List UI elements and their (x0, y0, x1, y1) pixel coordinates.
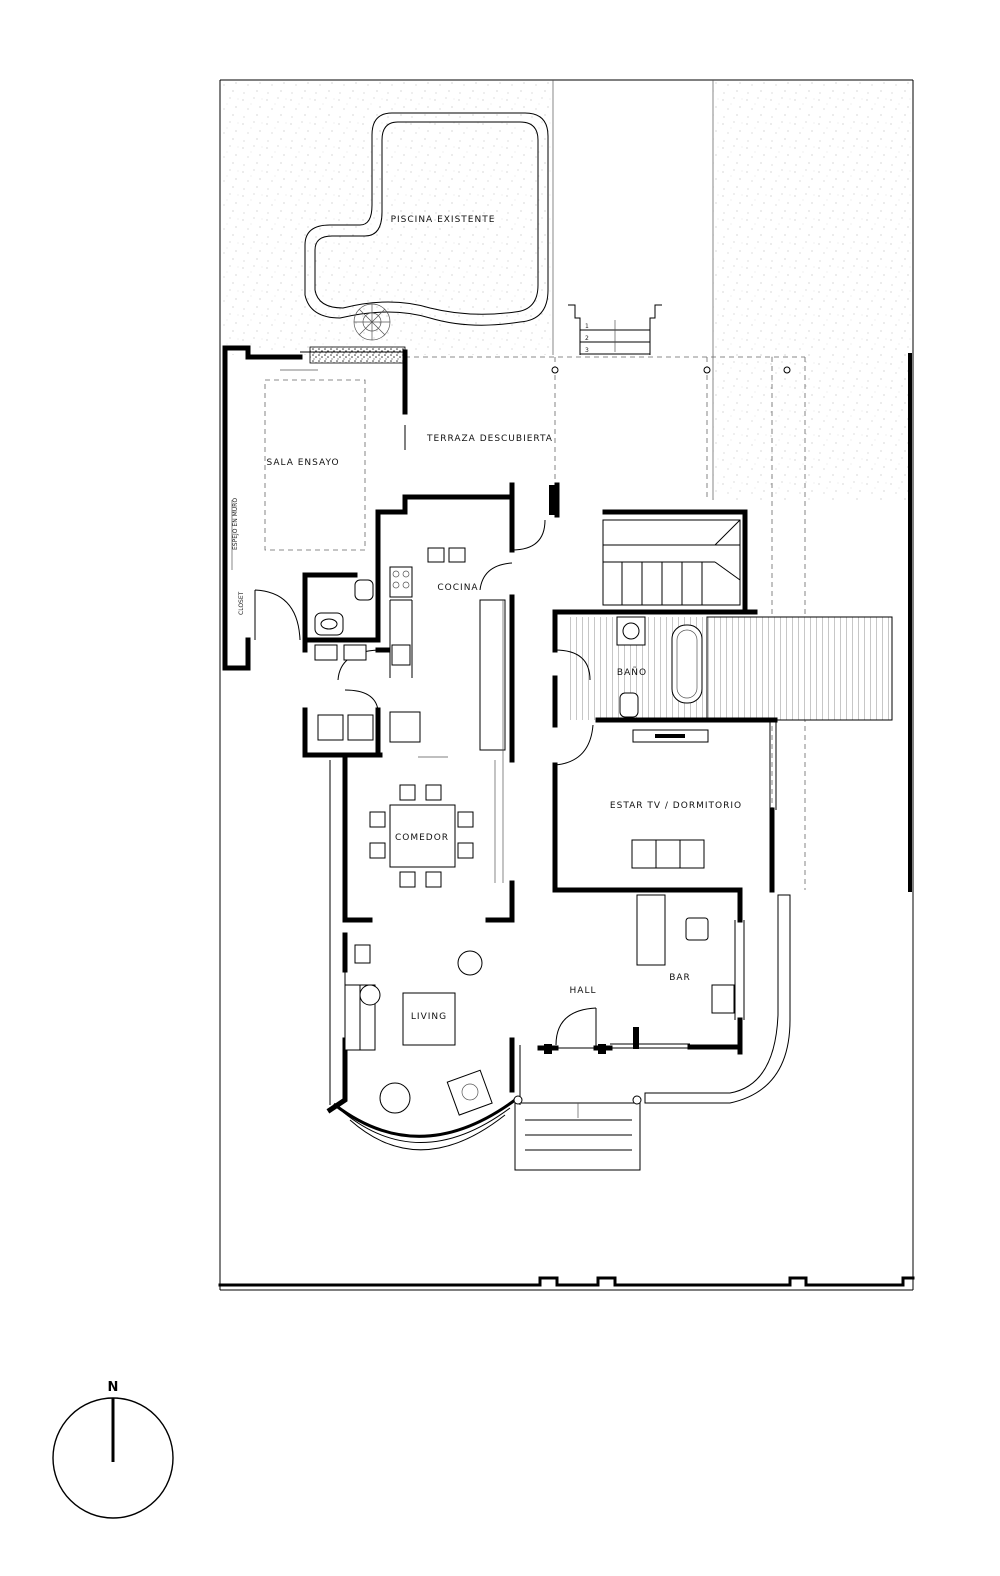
walls (218, 345, 915, 1287)
toilet-icon (619, 692, 639, 718)
dining: COMEDOR (369, 600, 504, 888)
bathroom-label: BAÑO (617, 667, 647, 678)
side-deck (706, 616, 893, 721)
pool: PISCINA EXISTENTE (304, 112, 549, 326)
entrance (513, 894, 791, 1171)
chair-icon (369, 842, 386, 859)
bar-label: BAR (669, 973, 691, 983)
kitchen-stool-icon (427, 547, 445, 563)
chair-icon (425, 871, 442, 888)
living-bay-window (329, 760, 518, 1151)
north-arrow: N (52, 1380, 174, 1519)
hall-bar: HALL BAR (570, 894, 735, 1014)
north-label: N (108, 1380, 119, 1395)
kitchen: COCINA (314, 547, 506, 758)
bathtub-icon (671, 624, 703, 704)
dining-table (389, 804, 456, 868)
stair-step-2: 2 (585, 335, 589, 342)
glazing (300, 351, 777, 1105)
small-bathroom (314, 579, 374, 636)
hall-label: HALL (570, 986, 597, 996)
kitchen-counter (479, 599, 506, 751)
bathroom: BAÑO (616, 616, 703, 718)
terrace-label: TERRAZA DESCUBIERTA (426, 434, 553, 444)
tv-bedroom-label: ESTAR TV / DORMITORIO (610, 801, 742, 811)
terrace: TERRAZA DESCUBIERTA (405, 356, 806, 890)
chair-icon (369, 811, 386, 828)
rehearsal-room: SALA ENSAYO ESPEJO EN MURO CLOSET (231, 369, 366, 615)
chair-icon (399, 784, 416, 801)
palm-plant-icon (353, 303, 391, 341)
chair-icon (425, 784, 442, 801)
armchair-icon (379, 1082, 411, 1114)
rehearsal-room-label: SALA ENSAYO (266, 458, 339, 468)
armchair-icon (446, 1069, 493, 1116)
armchair-icon (457, 950, 483, 976)
bar-counter (636, 894, 666, 966)
garden-steps: 1 2 3 (568, 304, 662, 355)
gravel-strip (309, 346, 406, 364)
stair-step-3: 3 (585, 347, 589, 354)
sofa-icon (631, 839, 705, 869)
kitchen-stool-icon (448, 547, 466, 563)
living: LIVING (344, 944, 493, 1116)
columns (544, 485, 639, 1054)
coffee-table (402, 992, 456, 1046)
interior-stairs (602, 519, 741, 606)
living-label: LIVING (411, 1012, 447, 1022)
tv-bedroom: ESTAR TV / DORMITORIO (610, 729, 742, 869)
sink-icon (391, 644, 411, 666)
stair-step-1: 1 (585, 323, 589, 330)
pool-label: PISCINA EXISTENTE (391, 215, 496, 225)
dining-label: COMEDOR (395, 833, 449, 843)
chair-icon (399, 871, 416, 888)
toilet-icon (354, 579, 374, 601)
stove-icon (389, 566, 413, 598)
closet-note: CLOSET (238, 591, 245, 615)
chair-icon (457, 842, 474, 859)
bar-chair-icon (685, 917, 709, 941)
mirror-wall-note: ESPEJO EN MURO (232, 498, 239, 550)
kitchen-label: COCINA (437, 583, 478, 593)
chair-icon (457, 811, 474, 828)
